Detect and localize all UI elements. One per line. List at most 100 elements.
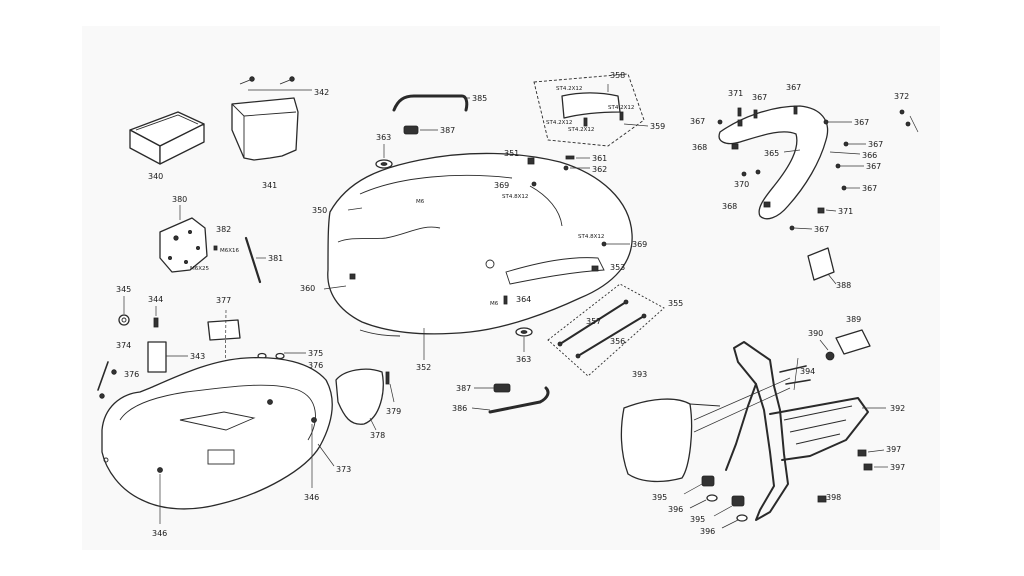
callout-386: 386	[452, 404, 467, 413]
callout-396: 396	[668, 505, 683, 514]
spec-m6x16: M6X16	[220, 248, 240, 254]
callout-361: 361	[592, 154, 607, 163]
callout-346: 346	[304, 493, 319, 502]
callout-340: 340	[148, 172, 163, 181]
part-394-bolts	[779, 357, 811, 391]
part-393-top-box	[620, 377, 791, 483]
part-361-362-screws	[563, 155, 590, 171]
part-345-washer	[118, 296, 130, 326]
callout-352: 352	[416, 363, 431, 372]
callout-350: 350	[312, 206, 327, 215]
callout-381: 381	[268, 254, 283, 263]
callout-390: 390	[808, 329, 823, 338]
callout-341: 341	[262, 181, 277, 190]
spec-st42x12: ST4.2X12	[546, 120, 572, 126]
spec-st42x12: ST4.2X12	[556, 86, 582, 92]
callout-388: 388	[836, 281, 851, 290]
callout-370: 370	[734, 180, 749, 189]
spec-st48x12: ST4.8X12	[578, 234, 604, 240]
part-372-screws	[899, 109, 919, 133]
part-344-screw	[153, 306, 159, 328]
part-367-screws	[717, 105, 866, 231]
callout-369: 369	[632, 240, 647, 249]
part-353-clip	[591, 265, 599, 272]
part-369-screws	[531, 181, 630, 247]
spec-m6: M6	[490, 301, 499, 307]
callout-367: 367	[866, 162, 881, 171]
callout-394: 394	[800, 367, 815, 376]
callout-373: 373	[336, 465, 351, 474]
callout-367: 367	[786, 83, 801, 92]
callout-371: 371	[838, 207, 853, 216]
part-360-clip	[349, 273, 356, 280]
callout-368: 368	[722, 202, 737, 211]
part-381-rod	[244, 236, 266, 284]
callout-377: 377	[216, 296, 231, 305]
callout-372: 372	[894, 92, 909, 101]
spec-m6: M6	[416, 199, 425, 205]
callout-367: 367	[752, 93, 767, 102]
callout-397: 397	[886, 445, 901, 454]
callout-363: 363	[516, 355, 531, 364]
callout-360: 360	[300, 284, 315, 293]
callout-374: 374	[116, 341, 131, 350]
callout-356: 356	[610, 337, 625, 346]
spec-st48x12: ST4.8X12	[502, 194, 528, 200]
part-389-plate	[835, 329, 871, 355]
callout-366: 366	[862, 151, 877, 160]
callout-367: 367	[854, 118, 869, 127]
callout-387: 387	[440, 126, 455, 135]
part-351-clip	[527, 157, 535, 165]
part-387-bolt-top	[403, 125, 438, 135]
callout-387: 387	[456, 384, 471, 393]
callout-369: 369	[494, 181, 509, 190]
spec-m6x25: M6X25	[190, 266, 210, 272]
part-368-clips	[731, 143, 771, 208]
part-376-fasteners	[99, 369, 117, 399]
callout-385: 385	[472, 94, 487, 103]
callout-351: 351	[504, 149, 519, 158]
callout-353: 353	[610, 263, 625, 272]
part-363-rubber-grommet-bottom	[515, 327, 533, 352]
part-370-screws	[741, 169, 761, 177]
callout-396: 396	[700, 527, 715, 536]
part-355-strip-kit	[547, 283, 665, 377]
callout-367: 367	[814, 225, 829, 234]
part-385-handle-top	[392, 94, 470, 112]
callout-379: 379	[386, 407, 401, 416]
part-388-reflector	[807, 247, 837, 285]
part-374-rod	[97, 361, 109, 391]
callout-371: 371	[728, 89, 743, 98]
part-380-lock-bracket	[159, 205, 208, 273]
part-387-bolt-bottom	[474, 383, 511, 393]
callout-359: 359	[650, 122, 665, 131]
callout-375: 375	[308, 349, 323, 358]
callout-378: 378	[370, 431, 385, 440]
fastener-spec-labels: ST4.2X12 ST4.2X12 ST4.2X12 ST4.2X12 ST4.…	[190, 86, 634, 307]
callout-393: 393	[632, 370, 647, 379]
part-343-pad	[147, 341, 188, 373]
part-365-rear-grab-handle	[718, 105, 861, 220]
part-340-tray-box	[129, 111, 205, 165]
callout-labels: 340 341 342 380 382 381 345 344 377 374 …	[116, 71, 909, 538]
callout-363: 363	[376, 133, 391, 142]
part-371-bolts	[737, 119, 837, 214]
part-341-cover	[231, 97, 299, 161]
part-395-396-mounts	[683, 475, 748, 529]
part-386-handle-bottom	[471, 386, 550, 414]
callout-380: 380	[172, 195, 187, 204]
callout-397: 397	[890, 463, 905, 472]
part-364-screw	[503, 295, 508, 305]
part-342-screws	[239, 76, 312, 91]
callout-389: 389	[846, 315, 861, 324]
callout-342: 342	[314, 88, 329, 97]
callout-395: 395	[690, 515, 705, 524]
spec-st42x12: ST4.2X12	[568, 127, 594, 133]
callout-382: 382	[216, 225, 231, 234]
part-358-rear-rail	[533, 73, 649, 147]
part-397-bolts	[857, 449, 888, 471]
callout-368: 368	[692, 143, 707, 152]
callout-365: 365	[764, 149, 779, 158]
